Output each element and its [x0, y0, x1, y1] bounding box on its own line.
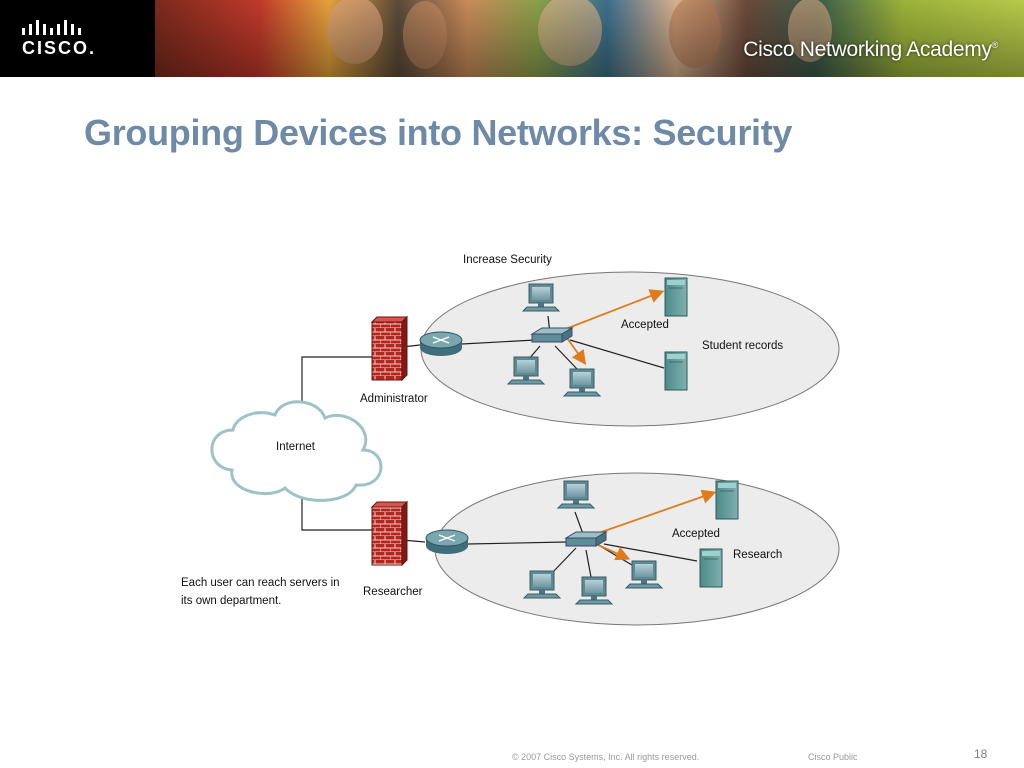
research-firewall [370, 500, 409, 567]
cisco-wordmark: CISCO. [22, 38, 97, 58]
research-switch-server2-link [603, 543, 698, 562]
admin-router [419, 331, 463, 357]
accepted-bottom-label: Accepted [672, 528, 720, 540]
footer-classification: Cisco Public [808, 752, 858, 762]
increase-security-label: Increase Security [463, 254, 552, 266]
registered-mark: ® [991, 40, 999, 50]
admin-firewall [370, 315, 409, 382]
page-title: Grouping Devices into Networks: Security [84, 112, 793, 153]
admin-switch-pc3-link [554, 345, 579, 371]
academy-part2: Networking Academy [799, 38, 992, 61]
administrator-label: Administrator [360, 393, 428, 405]
note-line-2: its own department. [181, 595, 281, 607]
accepted-arrow-bottom-pc [597, 544, 631, 561]
internet-cloud [210, 400, 383, 502]
research-switch-pc3-link [585, 549, 592, 578]
research-server-1 [715, 480, 739, 520]
header-banner: CISCO. [0, 0, 1024, 77]
admin-switch [531, 327, 573, 343]
research-label: Research [733, 549, 782, 561]
internet-label: Internet [276, 441, 316, 453]
student-records-label: Student records [702, 340, 783, 352]
research-router-switch-link [467, 541, 567, 545]
admin-switch-server2-link [569, 339, 665, 369]
accepted-arrow-top-server [562, 289, 665, 331]
internet-admin-link [301, 356, 372, 420]
accepted-top-label: Accepted [621, 319, 669, 331]
note-line-1: Each user can reach servers in [181, 577, 340, 589]
cisco-logo: CISCO. [0, 0, 155, 77]
academy-brand: Cisco Networking Academy® [743, 38, 998, 62]
researcher-label: Researcher [363, 586, 423, 598]
admin-router-switch-link [461, 339, 536, 345]
admin-server-1 [664, 277, 688, 317]
accepted-arrow-bottom-server [592, 489, 717, 536]
research-server-2 [699, 548, 723, 588]
academy-part1: Cisco [743, 38, 800, 61]
accepted-arrow-top-pc [564, 334, 587, 365]
footer-copyright: © 2007 Cisco Systems, Inc. All rights re… [512, 752, 700, 762]
research-switch-pc1-link [574, 511, 584, 535]
research-router [425, 529, 469, 555]
research-switch-pc2-link [551, 547, 577, 574]
cisco-bars-icon [22, 20, 81, 35]
research-switch [565, 531, 607, 547]
admin-server-2 [664, 351, 688, 391]
page-number: 18 [974, 747, 988, 761]
banner-photo-strip [155, 0, 1024, 77]
